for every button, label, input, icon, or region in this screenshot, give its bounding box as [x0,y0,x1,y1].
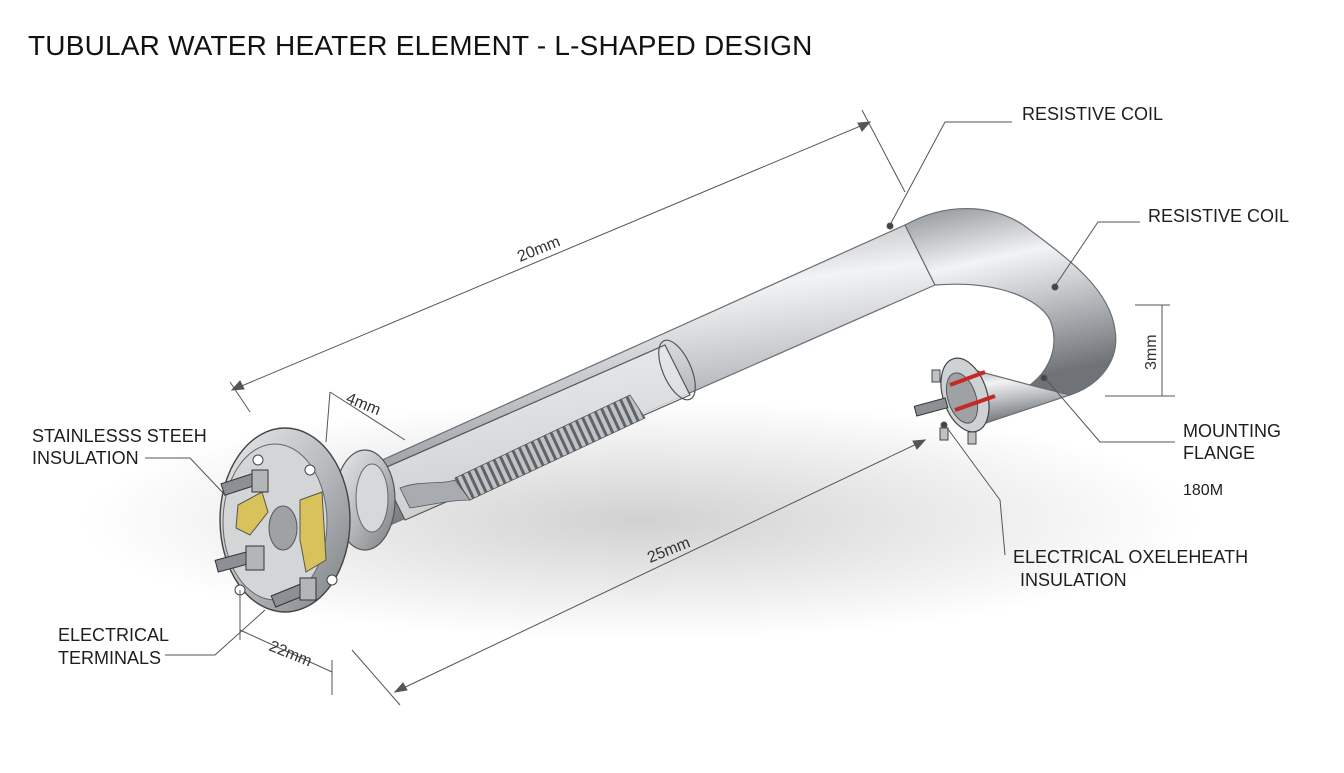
label-mounting-line1: MOUNTING [1183,421,1281,441]
dim-small-gap: 4mm [344,390,383,419]
dim-tube-height: 3mm [1143,334,1160,370]
cutaway-rim [658,339,696,401]
label-mounting-line2: FLANGE [1183,443,1256,463]
tube-elbow [904,208,1117,396]
leader-lines [145,121,1175,656]
label-electrical-ox-line1: ELECTRICAL OXELEHEATH [1013,547,1249,567]
label-electrical-ox-line2: INSULATION [1020,570,1127,590]
coil-end-red [954,394,996,412]
terminal-stud [270,577,317,608]
label-resistive-coil-top: RESISTIVE COIL [1022,104,1164,124]
terminal-plate [235,491,269,536]
bolt-hole [252,454,264,466]
resistive-coil-spring [454,394,646,501]
collar-inner [355,463,389,533]
label-stainless-line1: STAINLESSS STEEH [32,426,207,446]
label-terminals-line2: TERMINALS [58,648,162,668]
cutaway-section [379,344,691,521]
terminal-plate [299,491,327,573]
dim-flange-width: 22mm [267,638,315,670]
dimension-lines [229,109,1175,706]
bolt-hole [326,574,338,586]
terminal-stud [214,545,265,573]
label-stainless-line2: INSULATION [32,448,139,468]
page-title: TUBULAR WATER HEATER ELEMENT - L-SHAPED … [28,30,813,61]
label-terminals-line1: ELECTRICAL [58,625,170,645]
label-mounting-value: 180M [1183,482,1224,499]
flange-center-hole [268,505,298,551]
bolt-hole [304,464,316,476]
coil-lead [399,479,471,509]
label-resistive-coil-right: RESISTIVE COIL [1148,206,1290,226]
end-stud [913,397,949,417]
coil-end-red [949,370,986,387]
terminal-stud [220,469,269,496]
